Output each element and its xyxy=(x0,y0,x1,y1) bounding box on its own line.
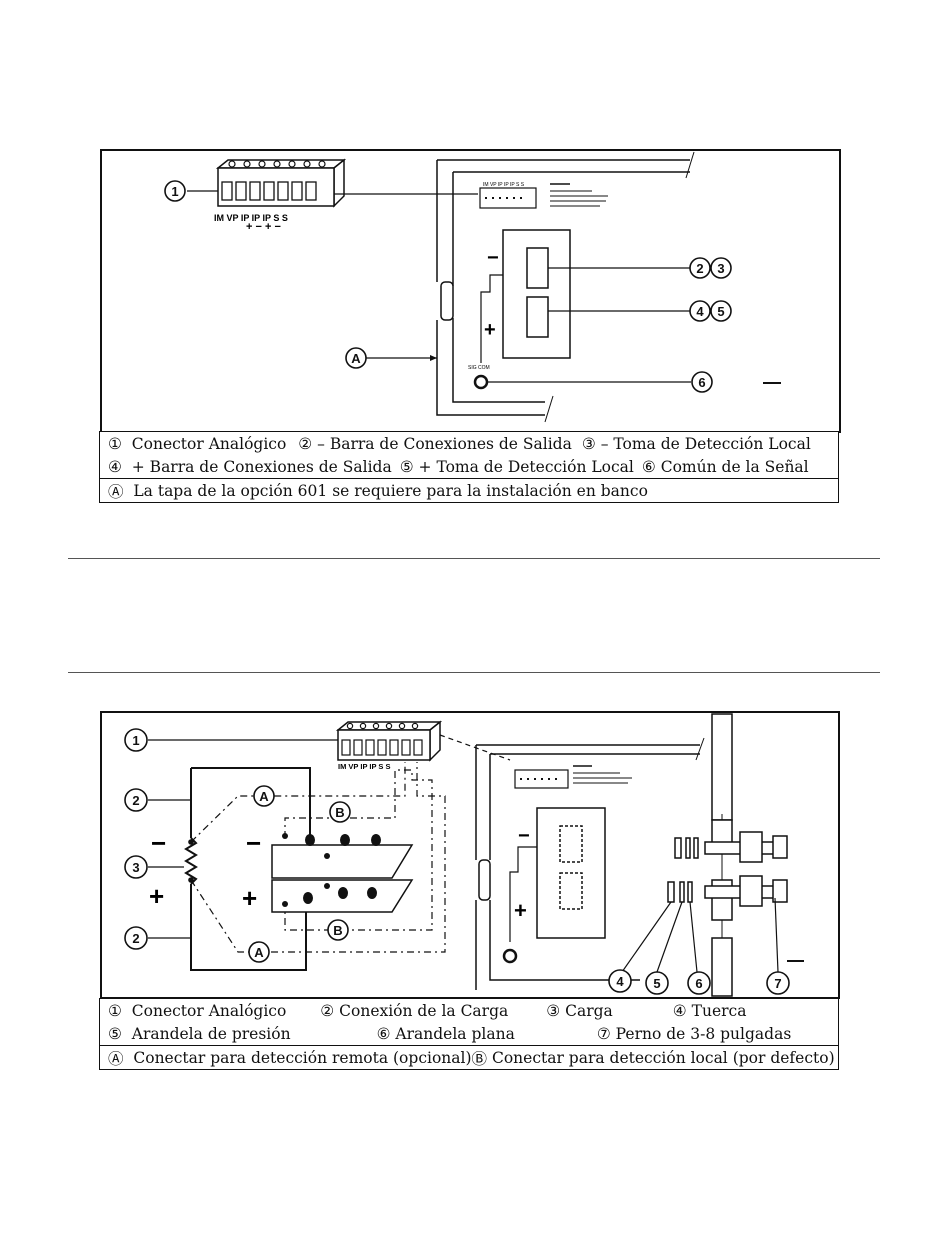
svg-text:IM VP IP IP IP S S: IM VP IP IP IP S S xyxy=(483,182,525,188)
connector-terminal-labels: IM VP IP IP IP S S xyxy=(214,213,288,223)
caption-1-line-2: ④ + Barra de Conexiones de Salida ⑤ + To… xyxy=(108,457,809,476)
fig2-callout-2b: 2 xyxy=(132,931,139,946)
minus-sign: − xyxy=(487,247,499,269)
fig2-callout-5: 5 xyxy=(653,976,660,991)
svg-text:SIG COM: SIG COM xyxy=(468,365,490,371)
callout-1: 1 xyxy=(171,184,178,199)
analog-connector xyxy=(215,158,347,208)
plus-sign: + xyxy=(484,319,496,341)
fig2-callout-7: 7 xyxy=(774,976,781,991)
fig2-callout-6: 6 xyxy=(695,976,702,991)
caption-1-line-1: ① Conector Analógico ② – Barra de Conexi… xyxy=(108,434,811,453)
signal-common-terminal xyxy=(473,374,489,390)
fig2-callout-2a: 2 xyxy=(132,793,139,808)
figure-1-caption: ① Conector Analógico ② – Barra de Conexi… xyxy=(99,431,839,503)
fig2-callout-4: 4 xyxy=(616,974,624,989)
signal-common-terminal-2 xyxy=(502,948,518,964)
rear-panel-2 xyxy=(475,737,705,990)
panel-minus-sign: − xyxy=(518,825,530,847)
callout-A: A xyxy=(351,351,361,366)
connector-sign-labels: + − + − xyxy=(246,221,281,233)
callout-5: 5 xyxy=(717,304,724,319)
minus-bus-bar xyxy=(526,247,549,289)
callout-2: 2 xyxy=(696,261,703,276)
fig2-callout-B-top: B xyxy=(335,805,344,820)
fig2-callout-1: 1 xyxy=(132,733,139,748)
load-minus-sign: − xyxy=(151,828,166,858)
rear-panel xyxy=(436,151,695,423)
figure-2-caption: ① Conector Analógico ② Conexión de la Ca… xyxy=(99,998,839,1070)
plus-bus-bar xyxy=(526,296,549,338)
load-circuit xyxy=(184,767,311,971)
connector-2-terminal-labels: IM VP IP IP S S xyxy=(338,762,391,771)
caption-2-line-1: ① Conector Analógico ② Conexión de la Ca… xyxy=(108,1001,747,1020)
bus-minus-sign: − xyxy=(246,828,261,858)
fig2-callout-A-bottom: A xyxy=(254,945,264,960)
bus-plus-sign: + xyxy=(242,883,257,913)
callout-3: 3 xyxy=(717,261,724,276)
load-plus-sign: + xyxy=(149,881,164,911)
callout-6: 6 xyxy=(698,375,705,390)
fig2-callout-B-bottom: B xyxy=(333,923,342,938)
divider-top xyxy=(68,558,880,559)
analog-connector-2: IM VP IP IP S S xyxy=(335,720,443,771)
figure-1-frame xyxy=(100,149,841,433)
fig2-callout-3: 3 xyxy=(132,860,139,875)
callout-4: 4 xyxy=(696,304,704,319)
minus-bus-bar-2 xyxy=(271,844,414,879)
caption-2-note: Ⓐ Conectar para detección remota (opcion… xyxy=(100,1045,838,1069)
caption-1-note: Ⓐ La tapa de la opción 601 se requiere p… xyxy=(100,478,838,502)
fig2-callout-A-top: A xyxy=(259,789,269,804)
bolt-hardware xyxy=(667,713,788,997)
panel-warning-text xyxy=(550,183,608,207)
divider-bottom xyxy=(68,672,880,673)
panel-plus-sign: + xyxy=(514,898,527,923)
caption-2-line-2: ⑤ Arandela de presión ⑥ Arandela plana ⑦… xyxy=(108,1024,792,1043)
